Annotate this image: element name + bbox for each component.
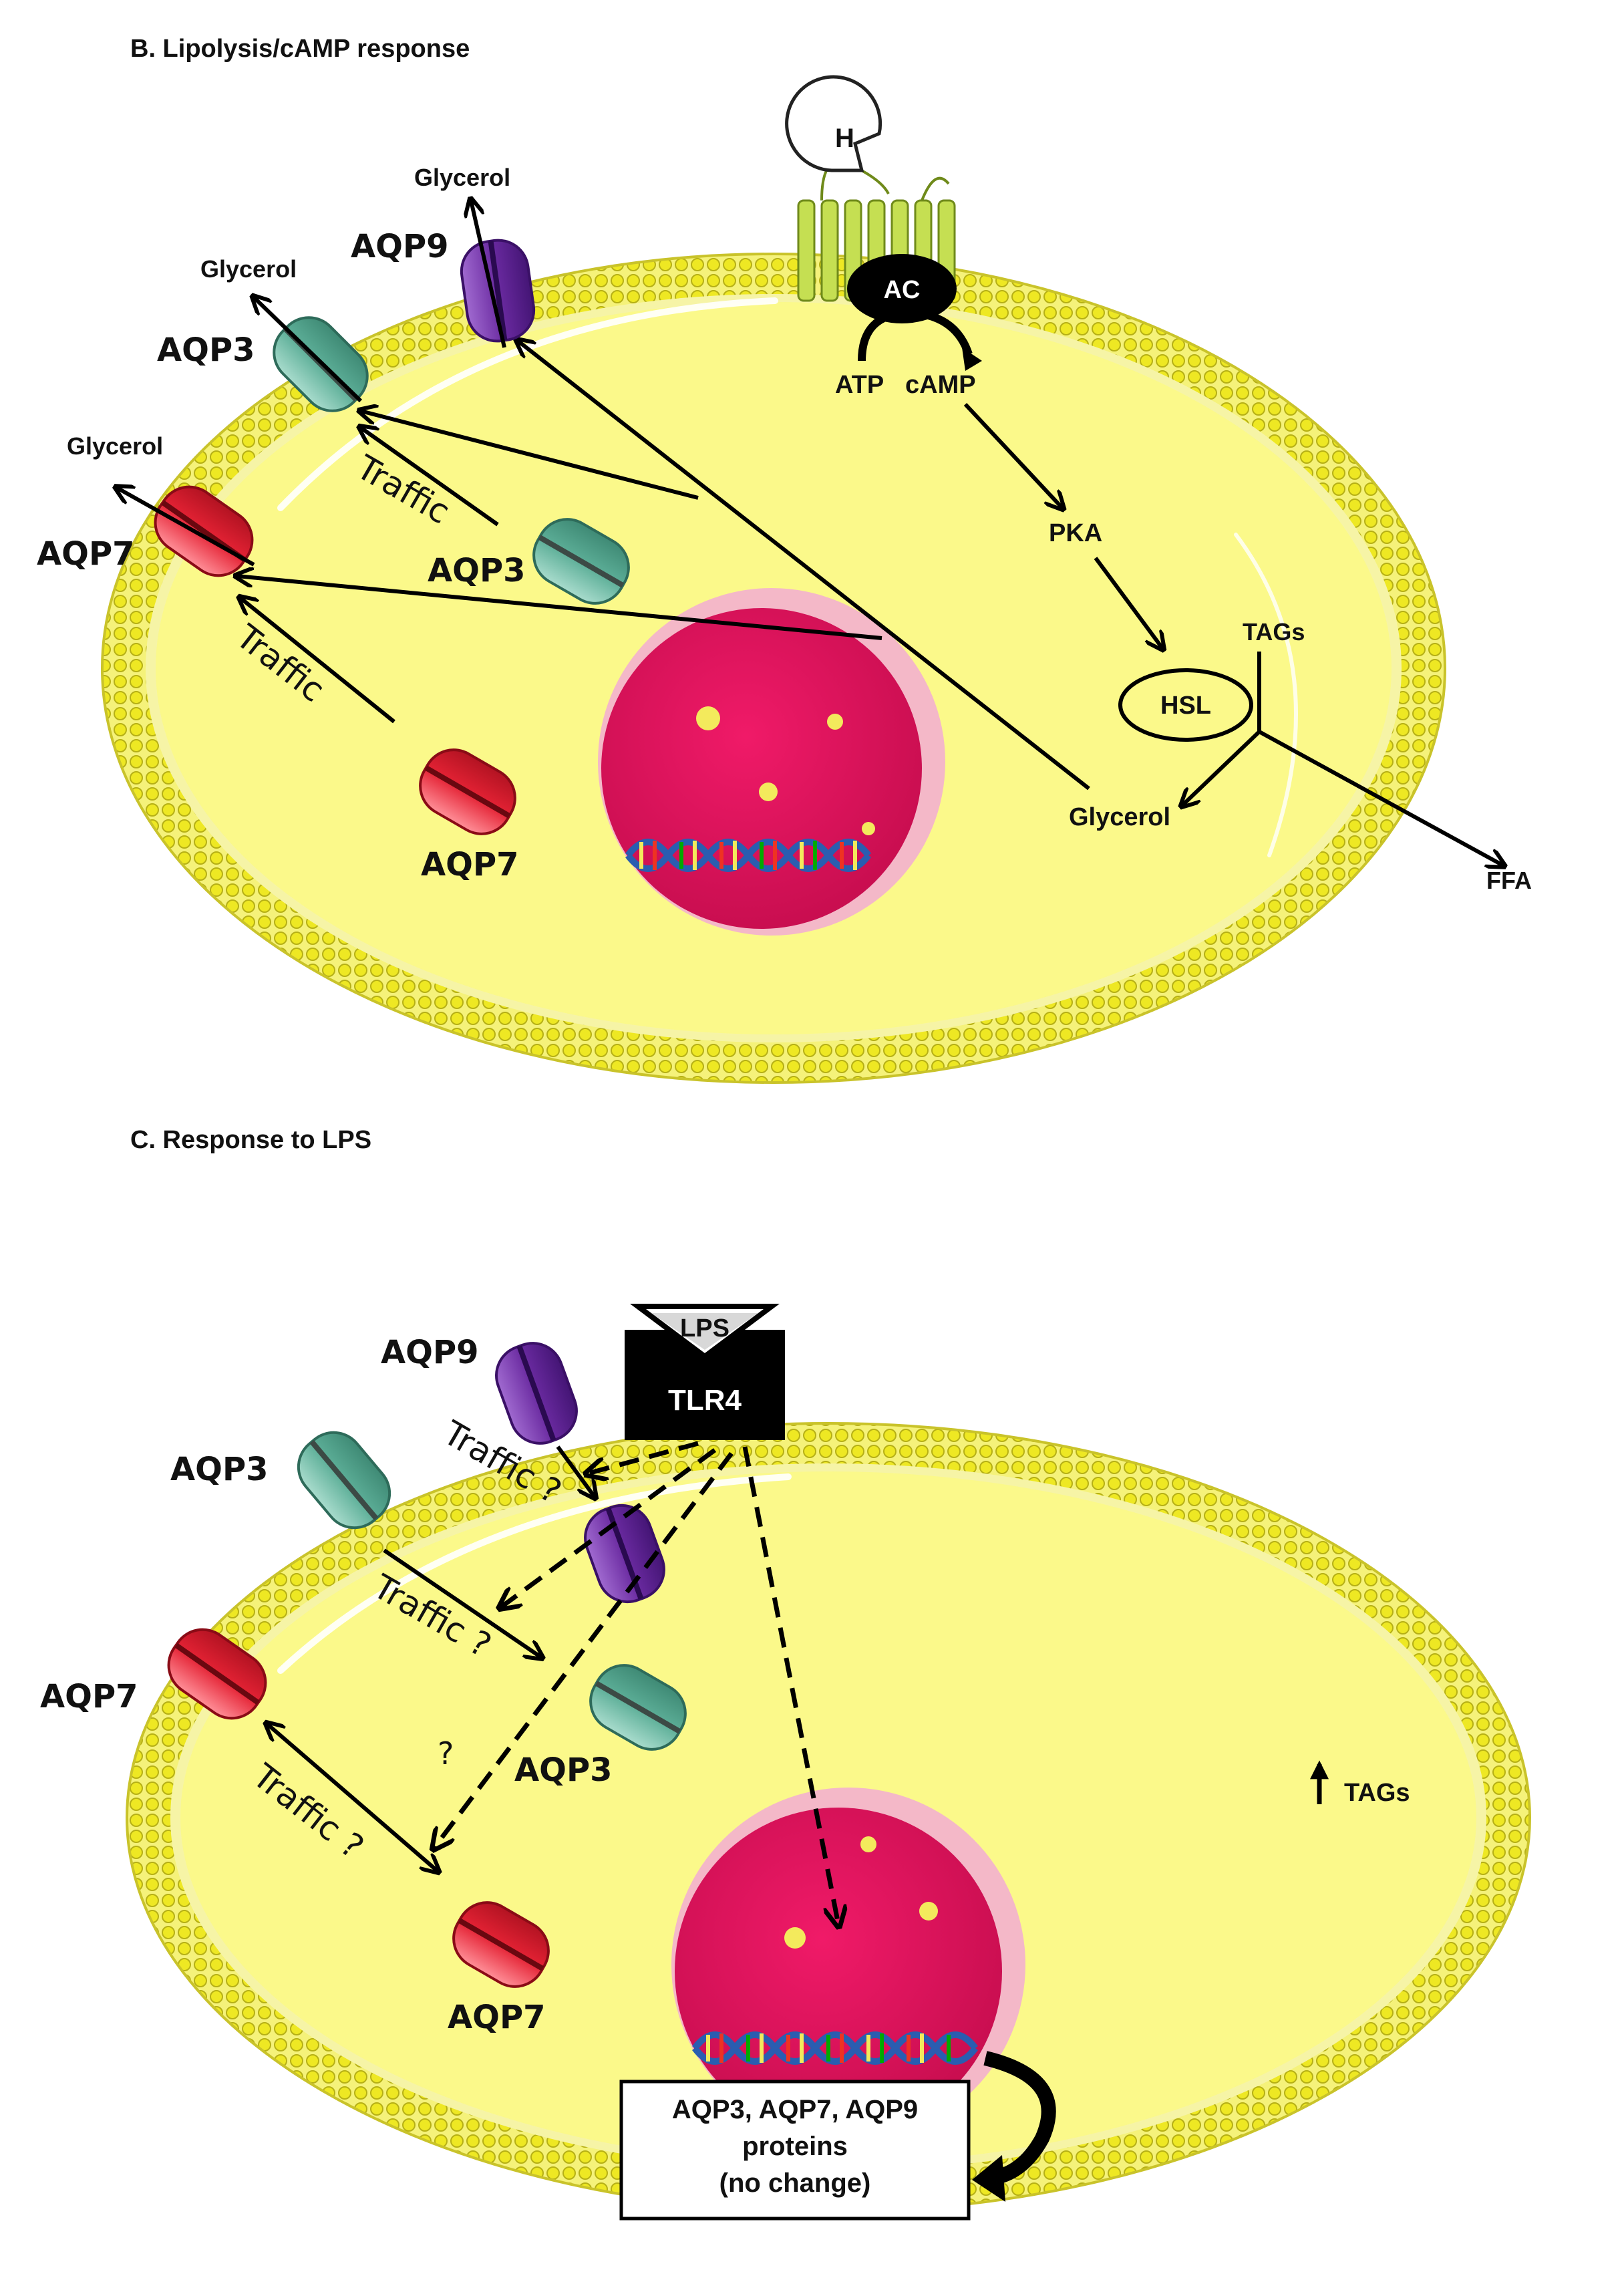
tags-label: TAGs (1243, 618, 1305, 646)
highlight-b2 (1234, 533, 1298, 857)
aqp7-glycerol-label: Glycerol (67, 432, 163, 460)
to-glycerol-arrow (1182, 730, 1261, 805)
aqp7-inner-label: AQP7 (421, 846, 519, 883)
box-line1: AQP3, AQP7, AQP9 (672, 2095, 918, 2124)
ac-label: AC (884, 276, 921, 304)
highlight-c (277, 1473, 792, 1674)
glycerol-inner-label: Glycerol (1069, 803, 1170, 831)
aqp3-glycerol-arrow (254, 297, 363, 403)
to-ffa-arrow (1258, 730, 1503, 865)
aqp7-vesicle-channel (419, 748, 516, 835)
adenylyl-cyclase (847, 254, 957, 323)
aqp9-channel (460, 239, 536, 343)
pka-label: PKA (1049, 519, 1102, 547)
hormone-ligand: H (785, 75, 882, 172)
aqp7-membrane-channel-c (167, 1628, 267, 1720)
aqp7-glycerol-arrow (117, 488, 255, 567)
tlr4-to-aqp9-arrow (588, 1441, 699, 1473)
aqp3-vesicle-channel (532, 518, 630, 605)
nucleolus-dot (862, 822, 875, 835)
nucleolus-dot (696, 706, 720, 730)
aqp9-traffic-arrow-c (556, 1445, 595, 1497)
atp-camp-arc (858, 308, 973, 362)
tlr4-to-aqp3-arrow (501, 1448, 717, 1607)
aqp7-inner-label-c: AQP7 (448, 1999, 546, 2036)
question-mark: ? (438, 1735, 454, 1771)
nucleolus-dot (759, 783, 778, 801)
aqp7-label-c: AQP7 (40, 1678, 138, 1715)
expression-curved-arrowhead (972, 2155, 1005, 2202)
box-line2: proteins (742, 2132, 848, 2161)
aqp9-membrane-channel-c (495, 1342, 578, 1445)
aqp7-label: AQP7 (37, 535, 135, 573)
panel-c-title: C. Response to LPS (130, 1126, 371, 1154)
dna-helix-c (692, 2031, 978, 2065)
nucleus-body (601, 608, 922, 929)
dna-helix (625, 839, 871, 872)
panel-c: C. Response to LPS (40, 1126, 1531, 2221)
aqp3-membrane-channel-c (297, 1431, 391, 1530)
aqp9-label: AQP9 (351, 228, 449, 265)
hormone-label: H (835, 124, 854, 153)
tags-up-label: TAGs (1344, 1779, 1410, 1807)
glycerol-to-aqp7-arrow (237, 576, 882, 640)
aqp3-inner-label: AQP3 (428, 552, 526, 589)
glycerol-to-aqp9-arrow (518, 341, 1090, 791)
camp-to-pka-arrow (963, 402, 1062, 508)
aqp7-traffic-arrow (240, 598, 395, 724)
glycerol-to-aqp3-arrow (361, 411, 699, 500)
tlr4-to-aqp7-arrow (434, 1451, 734, 1848)
aqp3-vesicle-channel-c (589, 1664, 687, 1751)
nucleus-c (671, 1788, 1025, 2142)
aqp3-traffic-arrow-c (383, 1548, 541, 1657)
highlight-b (277, 297, 778, 511)
aqp3-label-c: AQP3 (170, 1451, 269, 1488)
hsl-label: HSL (1160, 692, 1211, 720)
aqp7-traffic-arrow-c (267, 1724, 438, 1871)
aqp3-glycerol-label: Glycerol (200, 255, 297, 283)
aqp9-glycerol-arrow (471, 200, 506, 348)
atp-label: ATP (835, 371, 884, 399)
aqp3-traffic-arrow (361, 428, 499, 527)
lps-label: LPS (680, 1314, 729, 1342)
expression-curved-arrow (983, 2051, 1056, 2186)
tlr4-label: TLR4 (668, 1384, 742, 1417)
atp-camp-arrowhead (962, 347, 982, 371)
camp-label: cAMP (905, 371, 976, 399)
aqp9-glycerol-label: Glycerol (414, 164, 510, 191)
protein-result-box (619, 2080, 971, 2221)
ffa-label: FFA (1486, 867, 1532, 894)
tlr4-dashed-arrows (434, 1441, 838, 1925)
aqp7-vesicle-channel-c (452, 1901, 550, 1988)
aqp3-label: AQP3 (157, 331, 255, 369)
panel-b-title: B. Lipolysis/cAMP response (130, 35, 470, 63)
nucleus-b (598, 588, 945, 936)
tlr4-to-nucleus-arrow (742, 1446, 838, 1925)
hsl-enzyme (1118, 668, 1253, 742)
aqp9-label-c: AQP9 (381, 1334, 479, 1371)
aqp3-inner-label-c: AQP3 (514, 1751, 613, 1789)
nucleolus-dot (827, 714, 843, 730)
box-line3: (no change) (719, 2168, 871, 2198)
lps-ligand-fill (651, 1313, 758, 1350)
panel-b: B. Lipolysis/cAMP response (37, 35, 1532, 1084)
pka-to-hsl-arrow (1094, 557, 1162, 648)
